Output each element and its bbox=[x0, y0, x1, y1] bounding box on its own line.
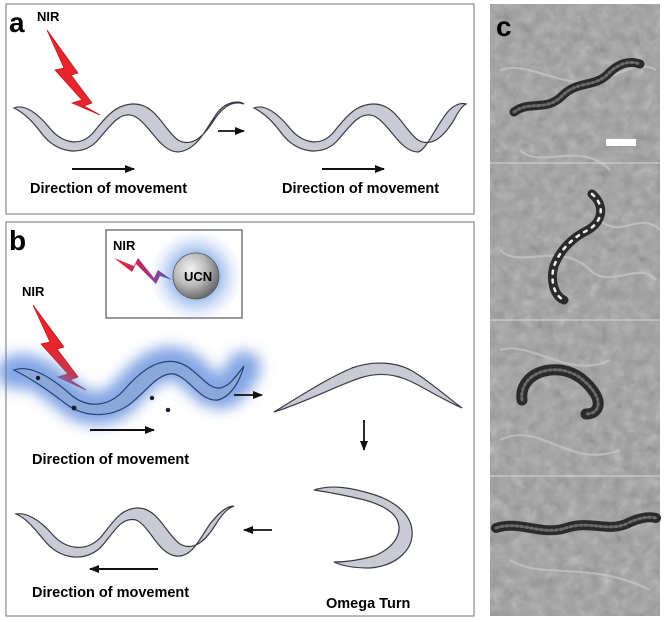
worm-body-icon bbox=[13, 505, 235, 558]
panel-b-nir-label: NIR bbox=[22, 284, 45, 299]
ucn-particle-icon bbox=[172, 252, 220, 300]
direction-caption: Direction of movement bbox=[32, 452, 189, 468]
scale-bar bbox=[606, 139, 636, 146]
upconversion-inset: UCN NIR bbox=[105, 229, 243, 322]
worm-body-icon bbox=[12, 360, 245, 416]
panel-a: a NIR Direction of movement Direction of… bbox=[5, 3, 475, 215]
worm-body-icon bbox=[252, 102, 468, 153]
worm-body-icon bbox=[12, 101, 245, 153]
glowing-worm bbox=[0, 346, 261, 426]
worm-body-icon bbox=[273, 362, 463, 413]
panel-b-letter: b bbox=[9, 225, 26, 256]
omega-turn-caption: Omega Turn bbox=[326, 596, 410, 612]
worm-neuron-dot bbox=[149, 395, 155, 401]
micrograph-worm bbox=[512, 60, 642, 114]
direction-caption: Direction of movement bbox=[282, 181, 439, 197]
panel-c: c bbox=[490, 4, 661, 616]
omega-worm-icon bbox=[313, 486, 413, 569]
panel-c-letter: c bbox=[496, 11, 512, 42]
worm-neuron-dot bbox=[71, 405, 77, 411]
direction-caption: Direction of movement bbox=[30, 181, 187, 197]
worm-neuron-dot bbox=[165, 407, 171, 413]
ucn-label: UCN bbox=[184, 269, 212, 284]
panel-b: b UCN NIR NIR Direction of movement bbox=[0, 221, 475, 617]
inset-lightning-icon bbox=[114, 258, 172, 284]
panel-a-frame bbox=[5, 3, 475, 215]
panel-a-letter: a bbox=[9, 7, 25, 38]
worm-neuron-dot bbox=[35, 375, 41, 381]
micrograph-worm bbox=[520, 368, 600, 416]
micrograph-worm bbox=[494, 515, 658, 532]
panel-a-nir-label: NIR bbox=[37, 9, 60, 24]
nir-lightning-icon bbox=[46, 29, 101, 116]
micrograph-worm bbox=[551, 192, 602, 302]
inset-nir-label: NIR bbox=[113, 238, 136, 253]
direction-caption: Direction of movement bbox=[32, 585, 189, 601]
